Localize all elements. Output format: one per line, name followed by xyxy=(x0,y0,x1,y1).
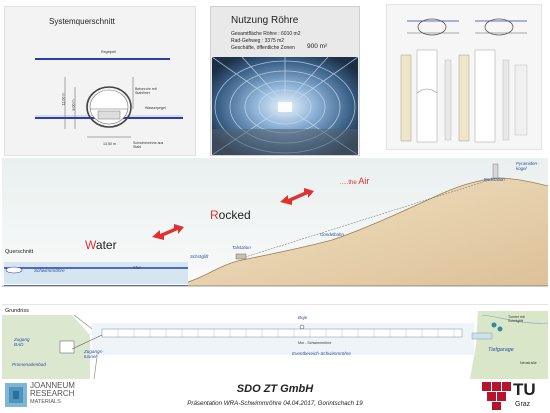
floor-plan-drawing xyxy=(2,311,548,379)
logo-line2: RESEARCH xyxy=(30,389,75,398)
grundriss-title: Grundriss xyxy=(5,308,29,314)
label-wasserpegel: Wasserpegel xyxy=(145,106,166,110)
label-betonrohr: Betonrohr mit Stahlliner xyxy=(135,87,157,95)
label-mur: Mur xyxy=(133,265,141,270)
label-talstation: Talstation xyxy=(232,245,251,250)
system-cross-section-panel: Systemquerschnitt Regelpeil Wasserpegel … xyxy=(4,6,196,156)
label-schraeglift: Schräglift xyxy=(190,254,209,259)
tunnel-photo xyxy=(212,57,358,155)
plan-drawings-panel xyxy=(386,4,542,150)
label-tunnel-schraeglift: Tunnel mit Schräglift xyxy=(508,315,525,323)
joanneum-logo-text: JOANNEUM RESEARCH MATERIALS xyxy=(30,382,75,406)
label-neustrasse: Neustraße xyxy=(520,361,537,365)
label-querschnitt: Querschnitt xyxy=(5,249,34,255)
label-mur-schwimmroehre: Mur - Schwimmröhre xyxy=(298,341,332,345)
label-tiefgarage: Tiefgarage xyxy=(488,347,514,353)
usage-line1: Gesamtfläche Röhre : 6010 m2 xyxy=(231,31,301,37)
cross-section-drawing xyxy=(35,58,183,138)
label-schwimmrinne: Schwimmrinne aus Stahl xyxy=(133,141,164,149)
label-endstation: Endstation xyxy=(484,177,505,182)
tu-graz-logo-icon xyxy=(482,382,511,410)
company-name: SDO ZT GmbH xyxy=(236,383,314,395)
arrow-rocked-air xyxy=(280,188,314,205)
usage-line3: Geschäfte, öffentliche Zonen xyxy=(231,45,295,51)
label-eventbereich: Eventbereich-Schwimmröhre xyxy=(292,351,351,356)
usage-title: Nutzung Röhre xyxy=(231,15,299,26)
label-boje: Boje xyxy=(298,315,308,320)
profile-section: Water Rocked .....the Air Querschnitt Sc… xyxy=(2,158,548,300)
word-water-first: W xyxy=(85,238,96,252)
dim-height: 11.00 m xyxy=(61,92,66,106)
usage-tube-panel: Nutzung Röhre Gesamtfläche Röhre : 6010 … xyxy=(210,6,360,156)
word-rocked-first: R xyxy=(210,208,219,222)
dim-width: 13.50 m xyxy=(103,142,116,146)
footer: JOANNEUM RESEARCH MATERIALS SDO ZT GmbH … xyxy=(0,379,550,413)
presentation-subtitle: Präsentation WRA-Schwimmröhre 04.04.2017… xyxy=(187,400,363,407)
word-rocked-rest: ocked xyxy=(218,208,251,222)
word-rocked: Rocked xyxy=(210,208,251,222)
word-air: .....the Air xyxy=(340,176,369,186)
floor-plan-section: Grundriss Boje Mur - Schwimmröhre Eventb… xyxy=(2,304,548,379)
label-zugangstunnel: Zugangs-tunnel xyxy=(84,349,104,359)
label-promenadenbad: Promenadenbad xyxy=(12,362,46,367)
word-water-rest: ater xyxy=(95,238,117,252)
usage-area-value: 900 m² xyxy=(307,43,328,50)
section-title: Systemquerschnitt xyxy=(49,17,115,26)
tu-sub: Graz xyxy=(515,401,531,408)
word-air-main: Air xyxy=(358,176,370,186)
logo-line3: MATERIALS xyxy=(30,399,61,405)
usage-line2: Rad-Gehweg : 3375 m2 xyxy=(231,38,285,44)
arrow-water-rocked xyxy=(152,224,184,240)
label-zugang-bad: Zugang BAD xyxy=(14,337,30,347)
label-gondelbahn: Gondelbahn xyxy=(320,232,344,237)
word-air-prefix: .....the xyxy=(340,180,359,186)
label-schwimmroehre: Schwimmröhre xyxy=(34,268,65,273)
logo-line1: JOANNEUM xyxy=(30,381,75,390)
tu-text: TU xyxy=(513,380,536,399)
plan-drawings xyxy=(400,18,528,143)
word-water: Water xyxy=(85,238,117,252)
label-pyramidenkogel: Pyramiden-kogel xyxy=(516,161,539,171)
terrain-profile xyxy=(2,158,548,300)
dim-side: 8.00 m xyxy=(71,99,76,111)
joanneum-logo-icon xyxy=(5,383,27,407)
label-regelpeil: Regelpeil xyxy=(101,50,116,54)
